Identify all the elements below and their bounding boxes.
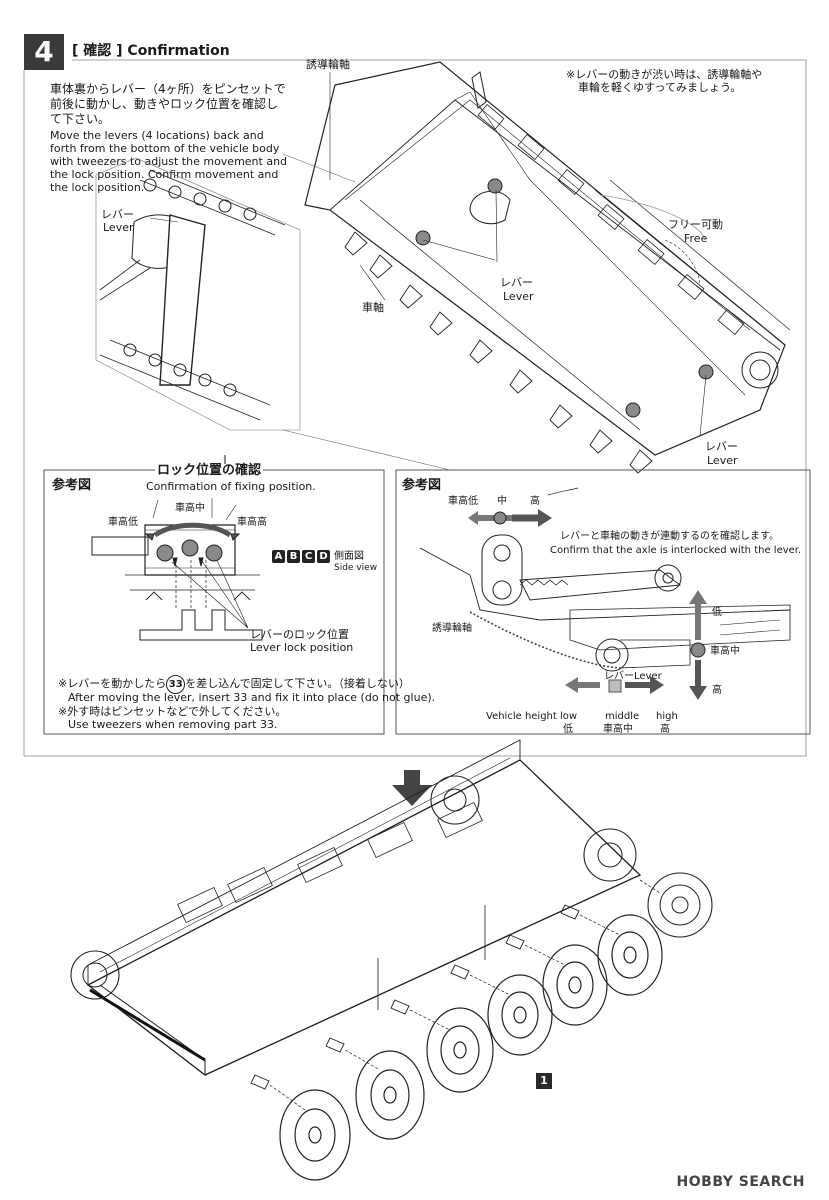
mid-label-top: 中 [497,496,507,507]
note1-ja-post: を差し込んで固定して下さい。（接着しない） [185,677,410,690]
middle-en-label: middle [605,711,640,722]
high-label-top: 高 [530,496,540,507]
note1-en: After moving the lever, insert 33 and fi… [68,691,436,704]
lever-label-2-en: Lever [707,454,738,467]
side-letter-d: D [317,550,330,563]
lever-label-ja: レバー [500,276,533,289]
note2-ja: ※外す時はピンセットなどで外してください。 [58,705,287,718]
side-view-en: Side view [334,563,378,573]
lever-ref-en: Lever [634,671,662,682]
mid-vert-label: 車高中 [710,646,740,657]
axle-label: 車軸 [362,301,384,314]
side-view-ja: 側面図 [334,551,364,562]
high-en-label: high [656,711,678,722]
detail-lever-label-en: Lever [103,221,134,234]
reference-heading-right: 参考図 [402,478,442,493]
height-mid-label: 車高中 [175,503,205,514]
lever-label-2-ja: レバー [705,440,738,453]
instruction-block: 車体裏からレバー（4ヶ所）をピンセットで前後に動かし、動きやロック位置を確認して… [50,82,288,194]
instruction-en: Move the levers (4 locations) back and f… [50,129,288,194]
lock-label-en: Lever lock position [250,641,354,654]
high-vert-label: 高 [712,685,722,696]
part-number-badge: 1 [536,1073,552,1089]
note1-ja-pre: ※レバーを動かしたら [58,677,167,690]
watermark: HOBBY SEARCH [676,1174,805,1190]
interlock-en: Confirm that the axle is interlocked wit… [550,545,802,556]
low-en-label: low [560,711,578,722]
side-letter-b: B [287,550,300,563]
lever-detail-drawing [95,157,301,431]
side-letter-a: A [272,550,285,563]
lock-position-title: ロック位置の確認 [155,463,264,478]
lever-ref-ja: レバー [604,671,634,682]
height-high-label: 車高高 [237,517,267,528]
low-vert-label: 低 [712,607,722,618]
hull-underside-drawing [304,61,791,474]
idler-axle-label: 誘導輪軸 [306,58,350,71]
note-line-2: 車輪を軽くゆすってみましょう。 [578,81,742,94]
free-label-ja: フリー可動 [668,218,723,231]
note-line-1: ※レバーの動きが渋い時は、誘導輪軸や [566,68,763,81]
note2-en: Use tweezers when removing part 33. [68,718,278,731]
instruction-ja: 車体裏からレバー（4ヶ所）をピンセットで前後に動かし、動きやロック位置を確認して… [50,82,286,126]
lock-label-ja: レバーのロック位置 [250,628,349,641]
free-label-en: Free [684,232,708,245]
down-arrow-icon [392,770,432,806]
reference-heading-left: 参考図 [52,478,92,493]
axle-interlock-diagram [419,487,791,700]
high-ja-label: 高 [660,724,670,735]
lower-hull-assembly-drawing [70,739,713,1181]
side-view-badge: A B C D [272,550,330,563]
interlock-ja: レバーと車軸の動きが連動するのを確認します。 [560,531,779,542]
part-33-badge: 33 [166,675,186,694]
idler-axle-ref-label: 誘導輪軸 [432,623,472,634]
step-number: 4 [24,34,64,70]
side-letter-c: C [302,550,315,563]
lock-position-title-en: Confirmation of fixing position. [146,480,316,493]
middle-ja-label: 車高中 [603,724,633,735]
step-title: [ 確認 ] Confirmation [72,43,230,59]
lever-lock-diagram [91,498,263,641]
height-low-label: 車高低 [108,517,138,528]
vehicle-height-label: Vehicle height [486,711,557,722]
low-ja-label: 低 [563,724,573,735]
low-label-top: 車高低 [448,496,478,507]
lever-label-en: Lever [503,290,534,303]
detail-lever-label-ja: レバー [101,208,134,221]
lever-ref-label: レバーLever [604,670,662,683]
